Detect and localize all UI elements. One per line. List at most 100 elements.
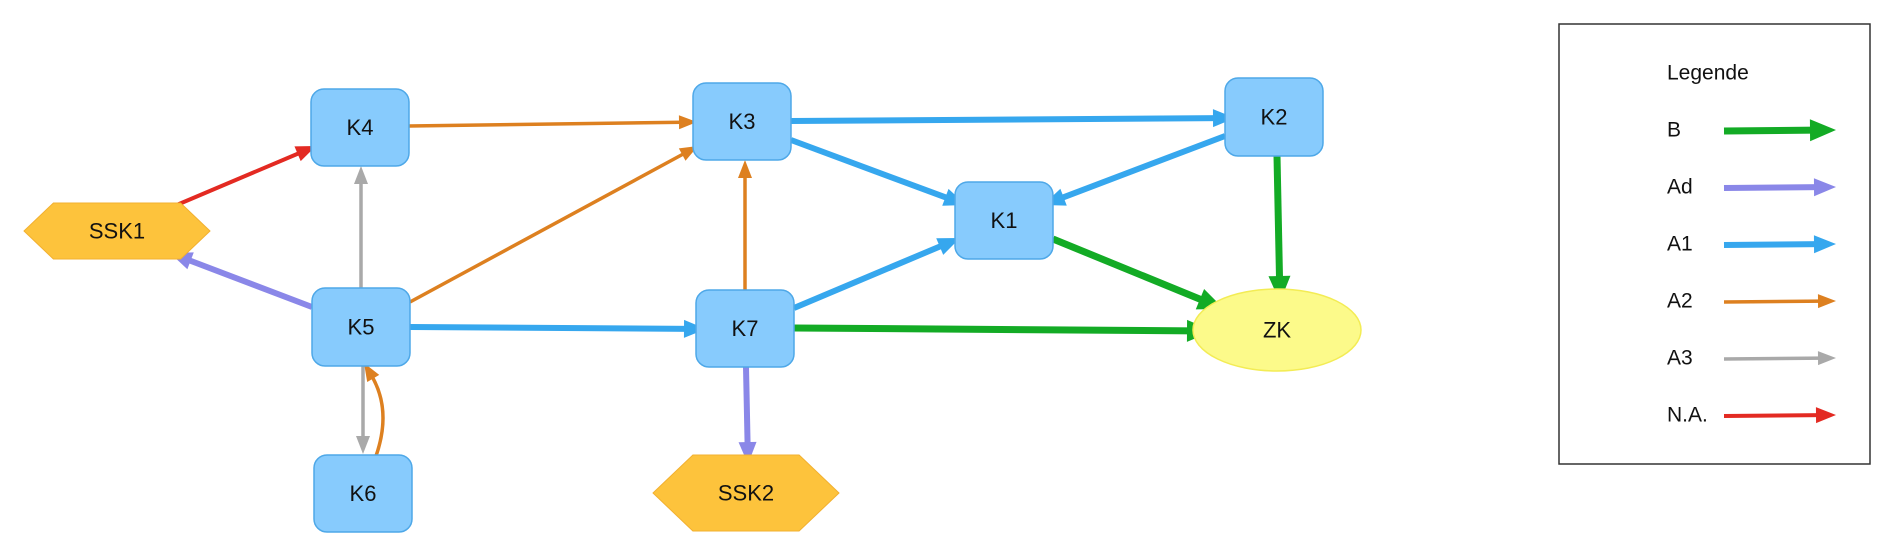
edge-k7-to-zk — [793, 319, 1213, 342]
node-box — [310, 88, 410, 167]
arrowhead — [356, 436, 370, 454]
edge-line — [1273, 155, 1284, 282]
arrowhead — [1817, 351, 1836, 366]
edge-line — [185, 256, 314, 310]
edge-line — [369, 374, 385, 457]
node-label: K4 — [347, 115, 374, 140]
edge-line — [1051, 235, 1207, 305]
edge-k7-to-ssk2 — [738, 366, 757, 464]
node-box — [311, 287, 411, 367]
edge-line — [1723, 356, 1822, 361]
arrowhead — [1813, 178, 1836, 197]
node-label: K7 — [732, 316, 759, 341]
arrowhead — [1813, 235, 1836, 254]
arrowhead — [936, 238, 960, 255]
edge-k5-to-k3 — [409, 146, 698, 304]
legend-item-a3: A3 — [1667, 347, 1836, 370]
node-label: K3 — [729, 109, 756, 134]
node-k2[interactable]: K2 — [1224, 77, 1324, 157]
arrowhead — [1809, 119, 1836, 142]
node-k3[interactable]: K3 — [692, 82, 792, 161]
arrowhead — [354, 166, 368, 184]
arrowhead — [683, 319, 706, 338]
node-box — [695, 289, 795, 368]
legend-item-a2: A2 — [1667, 290, 1836, 313]
edge-k5-to-k4 — [354, 166, 368, 288]
arrowhead — [678, 115, 697, 130]
legend-arrow-icon — [1723, 178, 1836, 197]
node-label: ZK — [1263, 318, 1291, 343]
edge-line — [1058, 133, 1227, 202]
edge-line — [1723, 126, 1816, 135]
edge-line — [743, 366, 751, 447]
legend-item-a1: A1 — [1667, 233, 1836, 256]
node-box — [1224, 77, 1324, 157]
edge-k3-to-k2 — [790, 109, 1235, 128]
legend-arrow-icon — [1723, 351, 1836, 366]
edge-line — [789, 137, 951, 202]
arrowhead — [1817, 294, 1836, 309]
node-k7[interactable]: K7 — [695, 289, 795, 368]
edge-k7-to-k1 — [792, 238, 960, 311]
node-label: SSK2 — [718, 481, 774, 506]
arrowhead — [1815, 407, 1836, 424]
edge-ssk1-to-k4 — [171, 146, 316, 209]
edges-layer — [170, 109, 1291, 464]
edge-line — [408, 120, 683, 128]
legend-label: A1 — [1667, 233, 1693, 256]
edge-line — [790, 115, 1218, 124]
legend-arrow-icon — [1723, 407, 1836, 424]
edge-line — [1723, 241, 1819, 248]
node-k4[interactable]: K4 — [310, 88, 410, 167]
edge-line — [171, 150, 303, 209]
edge-k2-to-k1 — [1043, 133, 1227, 206]
node-label: K5 — [348, 315, 375, 340]
node-box — [313, 454, 413, 533]
edge-line — [1723, 299, 1822, 304]
node-hexagon — [23, 202, 211, 260]
edge-k5-to-k6 — [356, 366, 370, 454]
node-ssk1[interactable]: SSK1 — [23, 202, 211, 260]
node-k6[interactable]: K6 — [313, 454, 413, 533]
edge-k7-to-k3 — [738, 160, 752, 290]
node-label: K6 — [350, 481, 377, 506]
edge-line — [409, 324, 689, 332]
node-zk[interactable]: ZK — [1192, 288, 1362, 372]
node-box — [692, 82, 792, 161]
legend-item-b: B — [1667, 119, 1836, 142]
edge-line — [409, 151, 687, 304]
arrowhead — [738, 441, 757, 464]
edge-k5-to-ssk1 — [170, 252, 314, 310]
legend-item-na: N.A. — [1667, 404, 1836, 427]
edge-k6-to-k5 — [364, 363, 385, 457]
arrowhead — [738, 160, 752, 178]
edge-line — [793, 324, 1193, 335]
legend-title: Legende — [1667, 62, 1749, 85]
legend-arrow-icon — [1723, 235, 1836, 254]
node-hexagon — [652, 454, 840, 532]
node-box — [954, 181, 1054, 260]
node-ellipse — [1192, 288, 1362, 372]
node-ssk2[interactable]: SSK2 — [652, 454, 840, 532]
edge-k2-to-zk — [1268, 155, 1291, 302]
edge-line — [1723, 413, 1821, 418]
legend-arrow-icon — [1723, 119, 1836, 142]
edge-line — [1723, 184, 1819, 191]
edge-k4-to-k3 — [408, 115, 697, 130]
node-k5[interactable]: K5 — [311, 287, 411, 367]
legend-item-ad: Ad — [1667, 176, 1836, 199]
node-k1[interactable]: K1 — [954, 181, 1054, 260]
legend-label: A3 — [1667, 347, 1693, 370]
legend-arrow-icon — [1723, 294, 1836, 309]
edge-line — [792, 242, 945, 311]
edge-k3-to-k1 — [789, 137, 966, 206]
legend-label: N.A. — [1667, 404, 1708, 427]
arrowhead — [1212, 109, 1235, 128]
arrowhead — [364, 363, 380, 383]
edge-k5-to-k7 — [409, 319, 706, 338]
legend-label: B — [1667, 119, 1681, 142]
